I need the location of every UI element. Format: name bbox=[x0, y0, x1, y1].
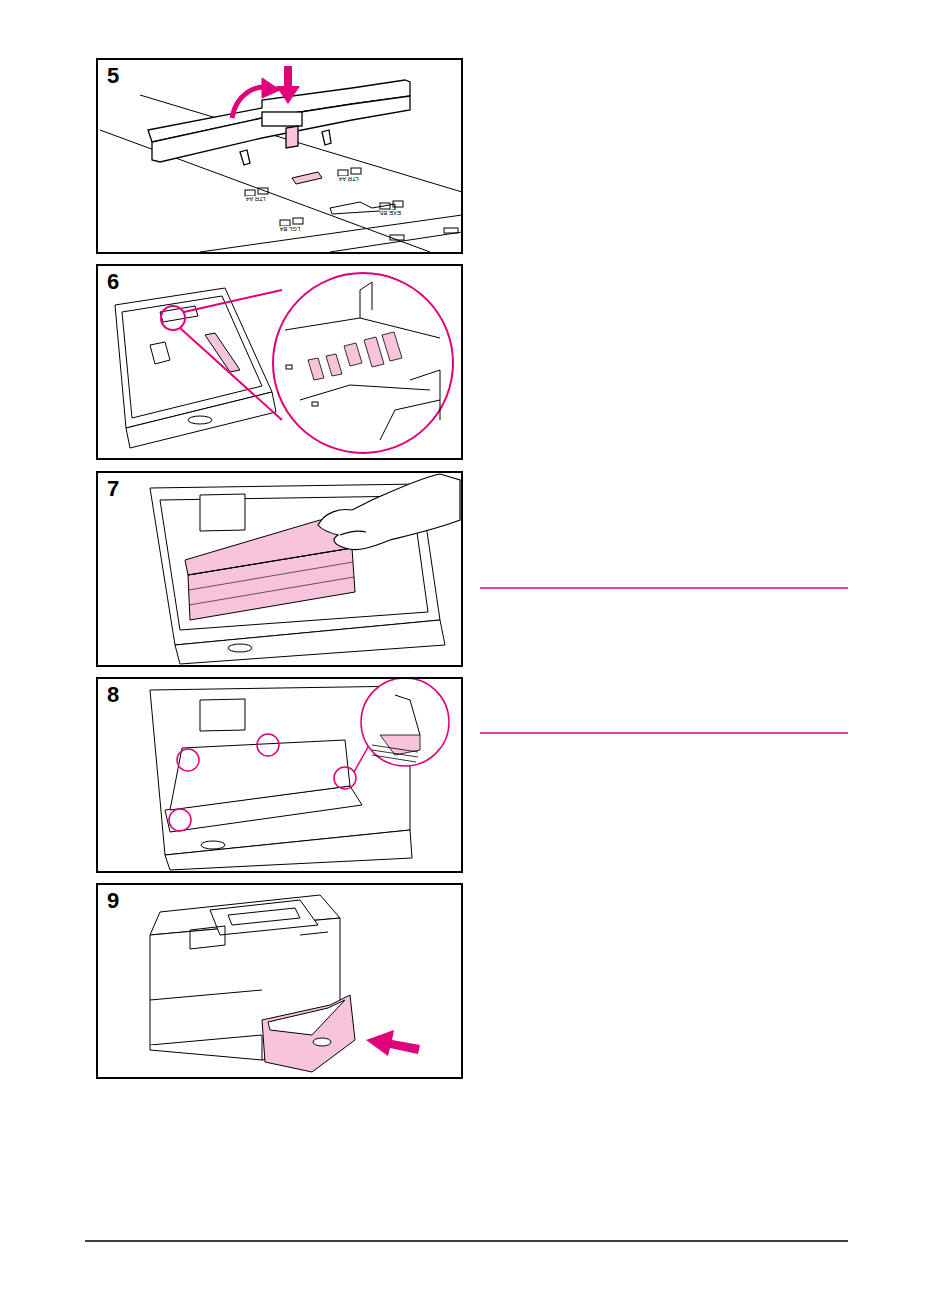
guide-marker-part bbox=[334, 767, 356, 789]
tray-floor-part bbox=[330, 232, 462, 252]
step-panel: 8 bbox=[96, 677, 463, 873]
step-panel: 9 bbox=[96, 883, 463, 1079]
paper-tray-part bbox=[175, 620, 445, 664]
step-panel: 5 bbox=[96, 58, 463, 254]
tray-floor-part bbox=[293, 218, 303, 224]
magnified-tray-part bbox=[312, 402, 318, 406]
printer-part bbox=[150, 990, 262, 1060]
tray-floor-part bbox=[258, 188, 268, 194]
move-arrow-part bbox=[262, 78, 280, 98]
magnified-tray bbox=[285, 282, 440, 440]
magnified-tray-part bbox=[410, 370, 440, 420]
page-rule-part bbox=[480, 587, 848, 589]
step-panel: 6 bbox=[96, 264, 463, 460]
move-arrow-part bbox=[284, 66, 292, 88]
magnified-tray-part bbox=[285, 318, 440, 338]
size-mark-part bbox=[344, 343, 362, 366]
guide-marker-part bbox=[395, 695, 420, 735]
paper-tray-part bbox=[126, 392, 276, 448]
magnified-tray-part bbox=[286, 365, 292, 369]
paper-stack-part bbox=[189, 562, 354, 605]
footer-rule bbox=[85, 1240, 848, 1242]
printer-part bbox=[300, 932, 328, 935]
hand-part bbox=[318, 474, 460, 550]
page-rule bbox=[480, 588, 848, 733]
guide-marker-part bbox=[361, 678, 449, 766]
move-arrow-part bbox=[276, 86, 300, 104]
tray-floor-part bbox=[444, 228, 458, 233]
printer-part bbox=[210, 900, 318, 935]
paper-tray bbox=[115, 288, 276, 448]
tray-floor-part bbox=[200, 215, 462, 252]
paper-guide-part bbox=[240, 150, 250, 165]
step-number: 8 bbox=[98, 679, 119, 707]
magnified-tray-part bbox=[380, 400, 440, 440]
magnifier-part bbox=[273, 273, 453, 453]
paper-stack-part bbox=[188, 548, 352, 575]
paper-guide-part bbox=[322, 130, 331, 145]
tray-slot-part bbox=[292, 172, 322, 184]
paper-tray-part bbox=[165, 830, 412, 870]
step-number: 7 bbox=[98, 473, 119, 501]
size-mark-part bbox=[382, 332, 402, 361]
step-number: 6 bbox=[98, 266, 119, 294]
step-number: 9 bbox=[98, 885, 119, 913]
magnifier-part bbox=[184, 290, 282, 312]
tray-drawer-part bbox=[262, 995, 355, 1072]
magnified-tray-part bbox=[300, 385, 430, 400]
paper-guide-part bbox=[152, 96, 410, 162]
tray-floor-part bbox=[390, 235, 404, 240]
tray-drawer bbox=[262, 995, 355, 1072]
paper-stack bbox=[185, 520, 355, 620]
paper-tray-part bbox=[170, 740, 350, 810]
paper-guide-part bbox=[262, 112, 302, 126]
tray-floor-part bbox=[351, 168, 361, 174]
guide-marker bbox=[169, 678, 449, 831]
magnifier bbox=[161, 273, 453, 453]
size-label: EXE B5 bbox=[380, 210, 401, 216]
magnifier-part bbox=[161, 306, 185, 330]
size-mark bbox=[308, 332, 402, 380]
tray-drawer-part bbox=[268, 1000, 345, 1035]
guide-marker-part bbox=[372, 745, 418, 762]
size-mark-part bbox=[364, 337, 384, 367]
step-number: 5 bbox=[98, 60, 119, 88]
size-mark-part bbox=[308, 358, 324, 380]
magnifier-part bbox=[180, 328, 282, 420]
paper-tray-part bbox=[200, 699, 245, 731]
step-panel: 7 bbox=[96, 471, 463, 667]
move-arrow bbox=[232, 66, 300, 118]
hand bbox=[318, 474, 460, 550]
tray-floor bbox=[100, 95, 462, 252]
guide-marker-part bbox=[169, 809, 191, 831]
printer-part bbox=[228, 908, 300, 925]
size-label: LTR A4 bbox=[246, 196, 266, 202]
paper-guide-part bbox=[286, 126, 298, 148]
paper-tray-part bbox=[150, 342, 170, 364]
push-arrow bbox=[366, 1030, 420, 1056]
hand-part bbox=[340, 531, 366, 535]
size-label: LTR A4 bbox=[339, 176, 359, 182]
paper-tray-part bbox=[122, 296, 262, 418]
tray-drawer-part bbox=[313, 1038, 331, 1046]
paper-tray-part bbox=[228, 644, 252, 652]
footer-rule-part bbox=[85, 1240, 848, 1242]
push-arrow-part bbox=[366, 1030, 420, 1056]
magnified-tray-part bbox=[360, 282, 372, 318]
printer-part bbox=[190, 926, 225, 949]
tray-slot bbox=[292, 172, 322, 184]
paper-tray-part bbox=[200, 494, 245, 531]
size-label: LGL B4 bbox=[280, 226, 300, 232]
paper-tray-part bbox=[188, 416, 212, 424]
guide-marker-part bbox=[177, 749, 199, 771]
paper-tray-part bbox=[201, 841, 225, 849]
guide-marker-part bbox=[257, 734, 279, 756]
tray-floor-part bbox=[100, 130, 430, 252]
page-rule-part bbox=[480, 732, 848, 734]
paper-guide bbox=[148, 80, 410, 165]
size-mark-part bbox=[326, 354, 342, 376]
